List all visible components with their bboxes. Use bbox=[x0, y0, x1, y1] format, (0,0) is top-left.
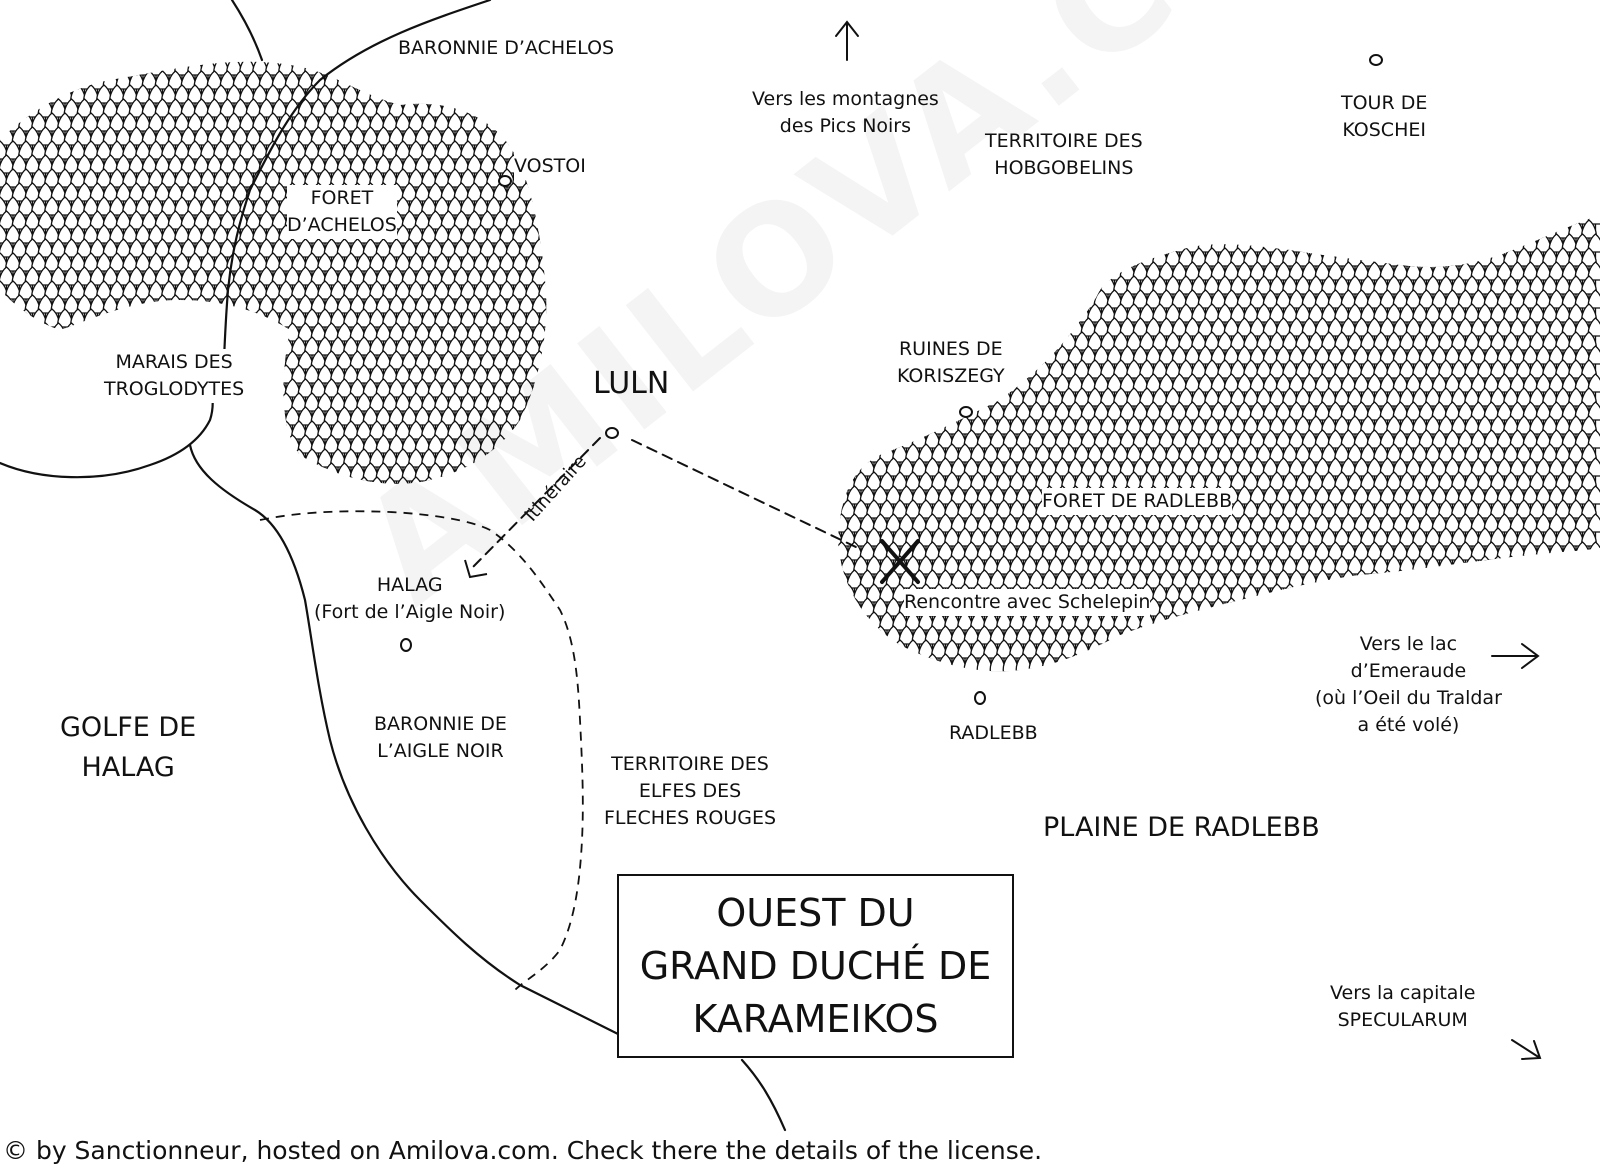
radlebb-marker bbox=[974, 691, 986, 705]
map-title-line: OUEST DU bbox=[716, 890, 915, 935]
route-luln-halag bbox=[471, 437, 601, 569]
ruines-koriszegy-marker bbox=[959, 406, 973, 418]
label-line: (Fort de l’Aigle Noir) bbox=[314, 601, 506, 623]
label-ruines: RUINES DE KORISZEGY bbox=[897, 336, 1005, 390]
copyright-notice: © by Sanctionneur, hosted on Amilova.com… bbox=[3, 1136, 1043, 1165]
label-line: HOBGOBELINS bbox=[994, 157, 1134, 179]
label-line: KOSCHEI bbox=[1342, 119, 1426, 141]
forest-achelos-area bbox=[0, 61, 547, 484]
label-radlebb: RADLEBB bbox=[949, 720, 1038, 747]
map-title-box: OUEST DU GRAND DUCHÉ DE KARAMEIKOS bbox=[617, 874, 1014, 1058]
label-encounter: Rencontre avec Schelepin bbox=[904, 589, 1151, 616]
river-upper-branch bbox=[230, 0, 264, 62]
halag-marker bbox=[400, 638, 412, 652]
label-lac: Vers le lac d’Emeraude (où l’Oeil du Tra… bbox=[1315, 631, 1502, 739]
label-line: LULN bbox=[593, 366, 670, 401]
coast-north bbox=[0, 378, 214, 479]
map-title-line: GRAND DUCHÉ DE bbox=[639, 943, 992, 988]
label-line: Vers la capitale bbox=[1330, 982, 1476, 1004]
route-luln-encounter bbox=[631, 439, 859, 549]
tour-koschei-marker bbox=[1369, 54, 1383, 66]
label-luln: LULN bbox=[593, 366, 669, 402]
label-line: TERRITOIRE DES bbox=[611, 753, 769, 775]
label-line: des Pics Noirs bbox=[779, 115, 912, 137]
label-line: HALAG bbox=[376, 574, 443, 596]
label-line: TERRITOIRE DES bbox=[985, 130, 1143, 152]
label-baronnie-achelos: BARONNIE D’ACHELOS bbox=[398, 35, 615, 62]
label-line: FLECHES ROUGES bbox=[604, 807, 777, 829]
label-line: RADLEBB bbox=[949, 722, 1038, 744]
label-line: BARONNIE DE bbox=[374, 713, 507, 735]
label-line: MARAIS DES bbox=[115, 351, 233, 373]
label-line: Vers le lac bbox=[1359, 633, 1458, 655]
label-line: FORET bbox=[310, 187, 374, 209]
luln-marker bbox=[605, 427, 619, 439]
vostoi-marker bbox=[498, 175, 512, 187]
arrow-north-icon bbox=[835, 20, 859, 61]
label-line: HALAG bbox=[81, 752, 175, 783]
label-montagnes: Vers les montagnes des Pics Noirs bbox=[752, 86, 939, 140]
label-line: (où l’Oeil du Traldar bbox=[1315, 687, 1502, 709]
label-baronnie-aigle: BARONNIE DE L’AIGLE NOIR bbox=[374, 711, 507, 765]
label-elfes: TERRITOIRE DES ELFES DES FLECHES ROUGES bbox=[604, 751, 776, 832]
arrow-southeast-icon bbox=[1511, 1039, 1542, 1060]
label-line: D’ACHELOS bbox=[287, 214, 397, 236]
map-title-line: KARAMEIKOS bbox=[692, 996, 939, 1041]
label-line: KORISZEGY bbox=[897, 365, 1005, 387]
label-line: Rencontre avec Schelepin bbox=[904, 591, 1151, 613]
route-arrowhead bbox=[464, 559, 488, 579]
label-golfe: GOLFE DE HALAG bbox=[60, 708, 196, 788]
label-line: VOSTOI bbox=[514, 155, 586, 177]
label-line: FORET DE RADLEBB bbox=[1042, 490, 1233, 512]
label-vostoi: VOSTOI bbox=[514, 153, 586, 180]
label-tour-koschei: TOUR DE KOSCHEI bbox=[1341, 90, 1427, 144]
river-south bbox=[740, 1058, 787, 1132]
label-marais: MARAIS DES TROGLODYTES bbox=[104, 349, 245, 403]
label-line: Vers les montagnes bbox=[752, 88, 939, 110]
label-line: GOLFE DE bbox=[60, 712, 197, 743]
label-line: SPECULARUM bbox=[1337, 1009, 1468, 1031]
label-capitale: Vers la capitale SPECULARUM bbox=[1330, 980, 1475, 1034]
river-achelos bbox=[222, 0, 492, 362]
label-line: TROGLODYTES bbox=[104, 378, 245, 400]
encounter-marker bbox=[880, 539, 920, 584]
label-line: BARONNIE D’ACHELOS bbox=[398, 37, 615, 59]
label-foret-achelos: FORET D’ACHELOS bbox=[287, 185, 397, 239]
label-foret-radlebb: FORET DE RADLEBB bbox=[1042, 488, 1233, 515]
label-halag: HALAG (Fort de l’Aigle Noir) bbox=[314, 572, 505, 626]
label-line: TOUR DE bbox=[1341, 92, 1428, 114]
label-line: L’AIGLE NOIR bbox=[377, 740, 504, 762]
label-line: RUINES DE bbox=[898, 338, 1003, 360]
label-line: ELFES DES bbox=[638, 780, 742, 802]
label-line: PLAINE DE RADLEBB bbox=[1043, 812, 1320, 843]
label-line: d’Emeraude bbox=[1350, 660, 1467, 682]
label-plaine: PLAINE DE RADLEBB bbox=[1043, 808, 1320, 848]
arrow-east-icon bbox=[1491, 643, 1540, 669]
label-hobgobelins: TERRITOIRE DES HOBGOBELINS bbox=[985, 128, 1143, 182]
baronnie-border bbox=[259, 510, 584, 991]
label-line: a été volé) bbox=[1357, 714, 1460, 736]
